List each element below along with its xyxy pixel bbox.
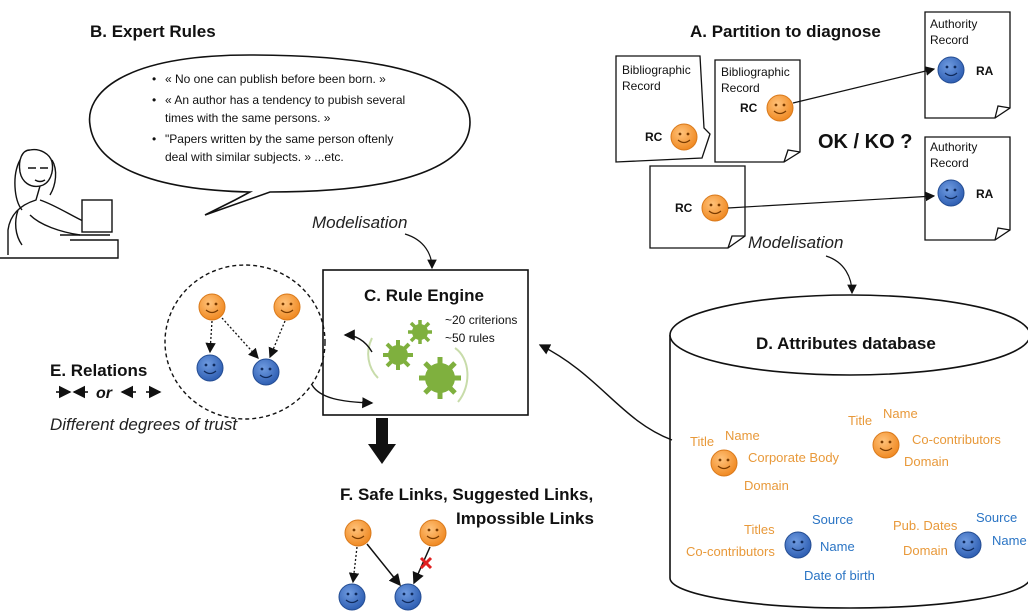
orange-face-icon bbox=[710, 449, 738, 477]
trust-label: Different degrees of trust bbox=[50, 415, 238, 434]
attr-titles: Titles bbox=[744, 522, 775, 537]
partition-title: A. Partition to diagnose bbox=[690, 22, 881, 41]
biblio1-line1: Bibliographic bbox=[622, 63, 691, 77]
rule-1: « No one can publish before been born. » bbox=[165, 72, 386, 86]
rc-label: RC bbox=[645, 130, 663, 144]
orange-face-icon bbox=[273, 293, 301, 321]
links-title-2: Impossible Links bbox=[456, 509, 594, 528]
attr-title: Title bbox=[848, 413, 872, 428]
criterions-label: ~20 criterions bbox=[445, 313, 517, 327]
authority-record-2 bbox=[924, 136, 1011, 241]
rc-face-icon bbox=[701, 194, 729, 222]
orange-face-icon bbox=[198, 293, 226, 321]
biblio2-line2: Record bbox=[721, 81, 760, 95]
relation-arrow bbox=[221, 317, 259, 359]
relations-ellipse bbox=[164, 264, 326, 420]
relations-title: E. Relations bbox=[50, 361, 147, 380]
blue-face-icon bbox=[784, 531, 812, 559]
link-arrow bbox=[792, 66, 936, 104]
attr-pub-dates: Pub. Dates bbox=[893, 518, 958, 533]
authority-record-1 bbox=[924, 11, 1011, 119]
attr-date-of-birth: Date of birth bbox=[804, 568, 875, 583]
rule-3b: deal with similar subjects. » ...etc. bbox=[165, 150, 344, 164]
attr-source: Source bbox=[812, 512, 853, 527]
relation-arrow bbox=[205, 320, 216, 354]
output-down-arrow bbox=[368, 418, 396, 464]
speech-bubble bbox=[88, 54, 471, 216]
orange-face-icon bbox=[419, 519, 447, 547]
attr-co-contributors: Co-contributors bbox=[912, 432, 1001, 447]
rc-face-icon bbox=[670, 123, 698, 151]
bullet-marker: • bbox=[152, 93, 156, 107]
authority2-line1: Authority bbox=[930, 140, 977, 154]
bullet-marker: • bbox=[152, 72, 156, 86]
attr-domain: Domain bbox=[904, 454, 949, 469]
rc-face-icon bbox=[766, 94, 794, 122]
modelisation-right-arrow bbox=[825, 255, 857, 295]
bibliographic-record-2 bbox=[714, 59, 801, 163]
attr-title: Title bbox=[690, 434, 714, 449]
rule-2b: times with the same persons. » bbox=[165, 111, 331, 125]
orange-face-icon bbox=[344, 519, 372, 547]
safe-link-arrow bbox=[366, 543, 401, 587]
attr-name: Name bbox=[992, 533, 1027, 548]
attr-name: Name bbox=[883, 406, 918, 421]
person-at-computer-illustration bbox=[0, 148, 119, 259]
attr-domain: Domain bbox=[903, 543, 948, 558]
biblio2-line1: Bibliographic bbox=[721, 65, 790, 79]
rules-label: ~50 rules bbox=[445, 331, 495, 345]
rule-2a: « An author has a tendency to pubish sev… bbox=[165, 93, 405, 107]
authority1-line2: Record bbox=[930, 33, 969, 47]
authority1-line1: Authority bbox=[930, 17, 977, 31]
gears-icon bbox=[367, 320, 469, 403]
link-arrow bbox=[727, 191, 936, 209]
ra-label: RA bbox=[976, 187, 994, 201]
ok-ko-label: OK / KO ? bbox=[818, 131, 912, 153]
suggested-link-arrow bbox=[348, 546, 360, 584]
rule-engine-title: C. Rule Engine bbox=[364, 286, 484, 305]
blue-face-icon bbox=[338, 583, 366, 611]
impossible-cross-icon bbox=[419, 556, 433, 570]
relations-or-label: or bbox=[96, 385, 113, 402]
attr-name: Name bbox=[725, 428, 760, 443]
biblio1-line2: Record bbox=[622, 79, 661, 93]
ra-face-icon bbox=[937, 179, 965, 207]
relations-to-engine-arrow bbox=[311, 384, 374, 409]
bullet-marker: • bbox=[152, 132, 156, 146]
rule-3a: "Papers written by the same person often… bbox=[165, 132, 393, 146]
authority2-line2: Record bbox=[930, 156, 969, 170]
links-title-1: F. Safe Links, Suggested Links, bbox=[340, 485, 593, 504]
rc-label: RC bbox=[675, 201, 693, 215]
modelisation-left-arrow bbox=[404, 233, 437, 270]
blue-face-icon bbox=[954, 531, 982, 559]
attr-source: Source bbox=[976, 510, 1017, 525]
blue-face-icon bbox=[252, 358, 280, 386]
expert-rules-title: B. Expert Rules bbox=[90, 22, 216, 41]
attr-corporate-body: Corporate Body bbox=[748, 450, 840, 465]
ra-face-icon bbox=[937, 56, 965, 84]
database-cylinder bbox=[669, 294, 1028, 609]
ra-label: RA bbox=[976, 64, 994, 78]
relation-arrow bbox=[268, 320, 286, 359]
blue-face-icon bbox=[196, 354, 224, 382]
attr-name: Name bbox=[820, 539, 855, 554]
blue-face-icon bbox=[394, 583, 422, 611]
attr-domain: Domain bbox=[744, 478, 789, 493]
rc-label: RC bbox=[740, 101, 758, 115]
attr-co-contributors: Co-contributors bbox=[686, 544, 775, 559]
modelisation-left-label: Modelisation bbox=[312, 213, 407, 232]
database-title: D. Attributes database bbox=[756, 334, 936, 353]
engine-to-relations-arrow bbox=[343, 329, 373, 353]
modelisation-right-label: Modelisation bbox=[748, 233, 843, 252]
bibliographic-record-3 bbox=[649, 165, 746, 249]
db-to-engine-arrow bbox=[538, 344, 673, 441]
orange-face-icon bbox=[872, 431, 900, 459]
